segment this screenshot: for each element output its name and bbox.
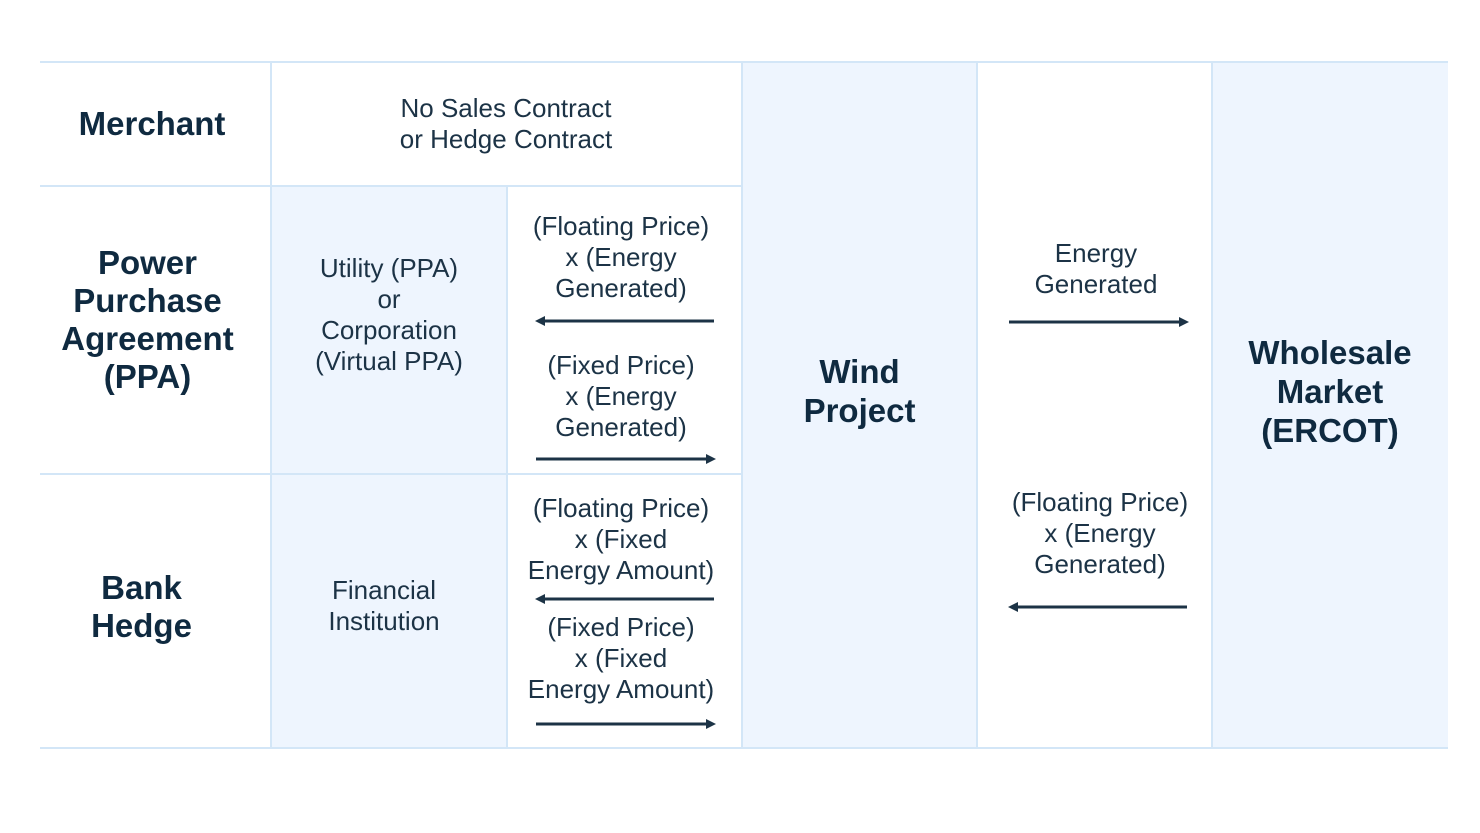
wind-project-cell: [742, 62, 977, 748]
row-label-bank-cell: Bank Hedge: [40, 474, 270, 748]
grid-line-col2: [506, 186, 508, 748]
wholesale-market-label-cell: Wholesale Market (ERCOT): [1212, 62, 1448, 748]
flow-bank-to-counterparty: (Floating Price) x (Fixed Energy Amount): [527, 493, 715, 585]
wind-project-label: Wind Project: [803, 353, 916, 429]
arrow-right-ppa: [536, 454, 716, 464]
row-label-ppa-cell: Power Purchase Agreement (PPA): [40, 186, 270, 474]
grid-line-row2: [40, 473, 742, 475]
row-label-bank: Bank Hedge: [91, 569, 192, 644]
grid-line-row1: [40, 185, 742, 187]
arrow-right-market: [1009, 317, 1189, 327]
grid-line-col5: [1211, 62, 1213, 748]
counterparty-ppa-label-cell: Utility (PPA) or Corporation (Virtual PP…: [271, 186, 507, 474]
grid-line-col4: [976, 62, 978, 748]
flow-ppa-to-counterparty: (Floating Price) x (Energy Generated): [532, 211, 710, 303]
arrow-right-bank: [536, 719, 716, 729]
arrow-left-bank: [535, 594, 714, 604]
counterparty-bank-cell: [271, 474, 507, 748]
counterparty-ppa: Utility (PPA) or Corporation (Virtual PP…: [315, 253, 463, 376]
grid-line-bottom: [40, 747, 1448, 749]
counterparty-ppa-cell: [271, 186, 507, 474]
arrow-left-ppa: [535, 316, 714, 326]
row-label-merchant-cell: Merchant: [40, 62, 270, 186]
flow-bank-to-project: (Fixed Price) x (Fixed Energy Amount): [527, 612, 715, 704]
grid-line-col1: [270, 62, 272, 748]
flow-project-to-market: Energy Generated: [1034, 238, 1158, 299]
counterparty-bank: Financial Institution: [328, 575, 440, 636]
grid-line-top: [40, 61, 1448, 63]
flow-ppa-to-project: (Fixed Price) x (Energy Generated): [547, 350, 695, 442]
row-label-merchant: Merchant: [78, 105, 226, 142]
counterparty-merchant: No Sales Contract or Hedge Contract: [399, 93, 613, 154]
wholesale-market-label: Wholesale Market (ERCOT): [1248, 333, 1412, 449]
row-label-ppa: Power Purchase Agreement (PPA): [61, 244, 234, 395]
counterparty-merchant-cell: No Sales Contract or Hedge Contract: [271, 62, 741, 186]
counterparty-bank-label-cell: Financial Institution: [271, 474, 507, 748]
arrow-left-market: [1008, 602, 1187, 612]
wind-project-label-cell: Wind Project: [742, 62, 977, 748]
wholesale-market-cell: [1212, 62, 1448, 748]
flow-market-to-project: (Floating Price) x (Energy Generated): [1011, 487, 1189, 579]
grid-line-col3: [741, 62, 743, 748]
